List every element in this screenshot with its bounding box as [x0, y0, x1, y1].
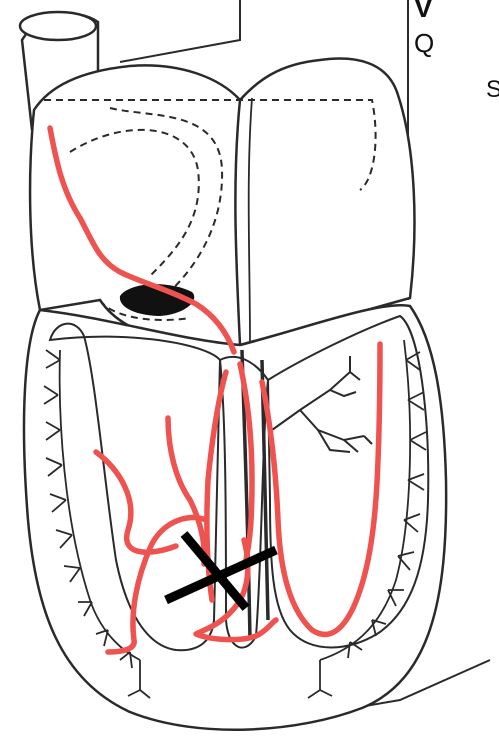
corner-label-q: Q — [414, 28, 434, 59]
corner-label-v: V — [414, 0, 433, 24]
corner-label-s: S — [486, 76, 499, 104]
atria — [30, 59, 414, 345]
vena-cava-opening — [20, 12, 96, 40]
frame-line-top — [120, 0, 240, 62]
ventricles — [24, 305, 446, 730]
atria-outline — [30, 59, 414, 345]
